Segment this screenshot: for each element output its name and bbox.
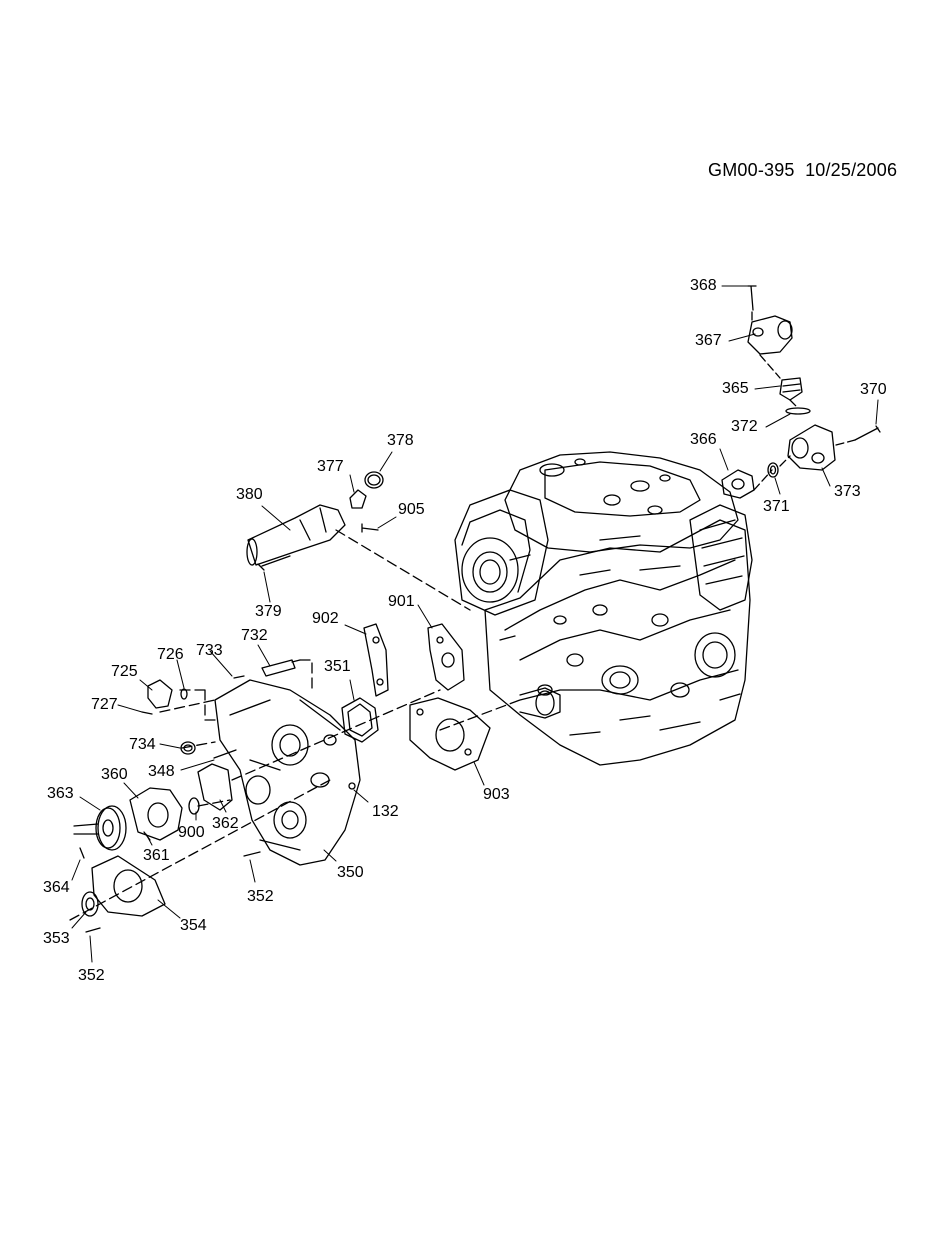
callout-378: 378	[387, 432, 414, 449]
callout-373: 373	[834, 483, 861, 500]
callout-370: 370	[860, 381, 887, 398]
diagram-id: GM00-395	[708, 160, 795, 180]
callout-352-upper: 352	[247, 888, 274, 905]
front-cover-group	[69, 659, 441, 933]
callout-900: 900	[178, 824, 205, 841]
callout-725: 725	[111, 663, 138, 680]
callout-727: 727	[91, 696, 118, 713]
callout-371: 371	[763, 498, 790, 515]
callout-363: 363	[47, 785, 74, 802]
callout-903: 903	[483, 786, 510, 803]
callout-901: 901	[388, 593, 415, 610]
callout-905: 905	[398, 501, 425, 518]
thermostat-housing-group	[721, 285, 881, 499]
callout-734: 734	[129, 736, 156, 753]
callout-732: 732	[241, 627, 268, 644]
callout-733: 733	[196, 642, 223, 659]
brackets-and-gaskets	[341, 623, 521, 771]
callout-368: 368	[690, 277, 717, 294]
callout-365: 365	[722, 380, 749, 397]
callout-361: 361	[143, 847, 170, 864]
callout-380: 380	[236, 486, 263, 503]
water-outlet-pipe-group	[246, 471, 471, 611]
callout-348: 348	[148, 763, 175, 780]
callout-352-lower: 352	[78, 967, 105, 984]
callout-351: 351	[324, 658, 351, 675]
callout-360: 360	[101, 766, 128, 783]
callout-364: 364	[43, 879, 70, 896]
callout-362: 362	[212, 815, 239, 832]
callout-372: 372	[731, 418, 758, 435]
callout-132: 132	[372, 803, 399, 820]
callout-379: 379	[255, 603, 282, 620]
leader-lines	[71, 285, 879, 963]
callout-354: 354	[180, 917, 207, 934]
callout-726: 726	[157, 646, 184, 663]
callout-902: 902	[312, 610, 339, 627]
callout-353: 353	[43, 930, 70, 947]
callout-350: 350	[337, 864, 364, 881]
diagram-date: 10/25/2006	[805, 160, 898, 180]
callout-367: 367	[695, 332, 722, 349]
callout-366: 366	[690, 431, 717, 448]
diagram-header: GM00-395 10/25/2006	[708, 160, 897, 181]
callout-377: 377	[317, 458, 344, 475]
engine-assembly	[454, 451, 753, 766]
